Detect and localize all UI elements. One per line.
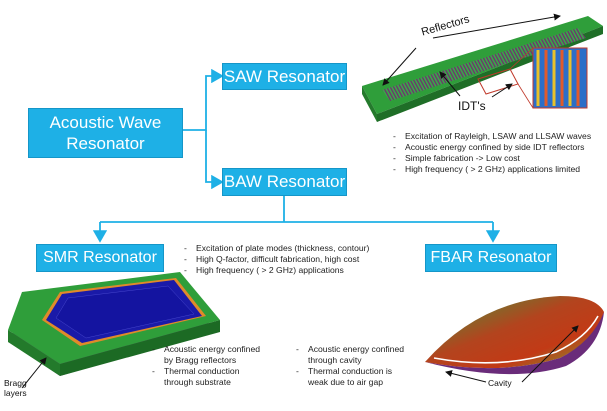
smr-device-image xyxy=(8,272,220,389)
saw-device-image xyxy=(362,13,603,122)
saw-note: High frequency ( > 2 GHz) applications l… xyxy=(393,164,591,175)
root-label-line2: Resonator xyxy=(66,134,145,153)
fbar-resonator-box: FBAR Resonator xyxy=(425,244,557,272)
fbar-note: Acoustic energy confined through cavity xyxy=(296,344,408,366)
saw-resonator-box: SAW Resonator xyxy=(222,63,347,90)
idts-label: IDT's xyxy=(458,99,486,113)
baw-notes-list: Excitation of plate modes (thickness, co… xyxy=(184,243,369,276)
baw-resonator-box: BAW Resonator xyxy=(222,168,347,196)
baw-note: High frequency ( > 2 GHz) applications xyxy=(184,265,369,276)
cavity-label: Cavity xyxy=(488,378,512,388)
acoustic-wave-resonator-box: Acoustic Wave Resonator xyxy=(28,108,183,158)
saw-notes-list: Excitation of Rayleigh, LSAW and LLSAW w… xyxy=(393,131,591,175)
fbar-note: Thermal conduction is weak due to air ga… xyxy=(296,366,408,388)
smr-notes-list: Acoustic energy confined by Bragg reflec… xyxy=(152,344,268,388)
bragg-label-line1: Bragg xyxy=(4,378,27,388)
smr-note: Acoustic energy confined by Bragg reflec… xyxy=(152,344,268,366)
smr-note: Thermal conduction through substrate xyxy=(152,366,268,388)
root-label-line1: Acoustic Wave xyxy=(49,113,162,132)
baw-note: Excitation of plate modes (thickness, co… xyxy=(184,243,369,254)
saw-note: Simple fabrication -> Low cost xyxy=(393,153,591,164)
baw-note: High Q-factor, difficult fabrication, hi… xyxy=(184,254,369,265)
saw-note: Acoustic energy confined by side IDT ref… xyxy=(393,142,591,153)
fbar-notes-list: Acoustic energy confined through cavity … xyxy=(296,344,408,388)
saw-note: Excitation of Rayleigh, LSAW and LLSAW w… xyxy=(393,131,591,142)
bragg-label-line2: layers xyxy=(4,388,27,398)
tree-connectors xyxy=(92,68,501,243)
fbar-device-image xyxy=(425,296,604,383)
bragg-layers-label: Bragg layers xyxy=(4,378,27,398)
smr-resonator-box: SMR Resonator xyxy=(36,244,164,272)
